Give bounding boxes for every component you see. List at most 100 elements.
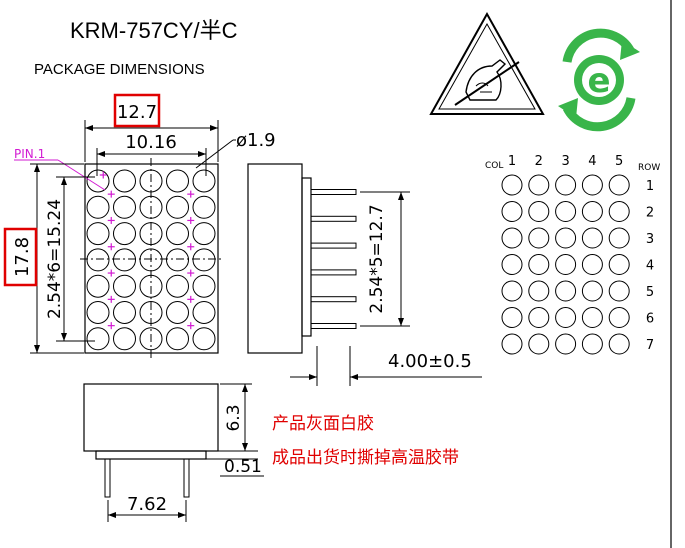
column-number: 5 bbox=[615, 154, 623, 169]
row-number: 7 bbox=[646, 338, 654, 353]
bottom-pin-left bbox=[104, 458, 111, 498]
schematic-dot bbox=[608, 333, 630, 355]
led-dot bbox=[166, 301, 189, 324]
col-label: COL bbox=[485, 161, 503, 171]
led-dot bbox=[86, 169, 110, 193]
schematic-dot bbox=[581, 307, 603, 328]
schematic-dot bbox=[581, 227, 603, 249]
led-dot bbox=[113, 222, 136, 246]
schematic-dot bbox=[528, 174, 550, 196]
row-number: 5 bbox=[646, 285, 654, 300]
page-title: KRM-757CY/半C bbox=[70, 18, 238, 43]
side-pin bbox=[310, 323, 357, 329]
schematic-dot bbox=[501, 174, 523, 196]
svg-text:e: e bbox=[587, 61, 610, 101]
pin-marker bbox=[187, 295, 195, 303]
side-pin bbox=[310, 269, 357, 276]
led-dot bbox=[166, 169, 189, 193]
schematic-dot bbox=[608, 227, 630, 249]
schematic-dot bbox=[501, 201, 523, 222]
highlight-box-width bbox=[113, 93, 161, 128]
schematic-dot bbox=[608, 307, 630, 328]
pin-marker bbox=[187, 269, 195, 277]
esd-warning-icon bbox=[429, 11, 545, 115]
schematic-dot bbox=[555, 254, 577, 275]
side-pin bbox=[310, 215, 357, 222]
pin-marker bbox=[107, 269, 115, 277]
schematic-dot bbox=[555, 333, 577, 355]
dim-pin-spacing: 7.62 bbox=[127, 494, 167, 515]
led-dot bbox=[113, 169, 136, 193]
side-pin bbox=[310, 242, 357, 249]
schematic-dot bbox=[555, 227, 577, 249]
schematic-dot bbox=[501, 254, 523, 275]
bottom-body-outline bbox=[83, 383, 219, 452]
led-dot bbox=[113, 248, 136, 272]
schematic-dot bbox=[581, 201, 603, 222]
pin1-label: PIN.1 bbox=[14, 147, 45, 161]
led-dot bbox=[113, 327, 136, 351]
led-dot bbox=[113, 301, 136, 324]
page-subtitle: PACKAGE DIMENSIONS bbox=[34, 61, 205, 78]
schematic-dot bbox=[581, 174, 603, 196]
schematic-dot bbox=[608, 254, 630, 275]
bottom-pin-right bbox=[183, 458, 190, 498]
led-dot bbox=[86, 301, 110, 324]
schematic-dot bbox=[528, 333, 550, 355]
led-dot bbox=[192, 222, 216, 246]
column-number: 2 bbox=[535, 154, 543, 169]
led-dot bbox=[192, 248, 216, 272]
dim-dot-diameter: ø1.9 bbox=[236, 130, 276, 151]
led-dot bbox=[192, 274, 216, 298]
side-step bbox=[301, 177, 312, 337]
dim-body-height: 6.3 bbox=[224, 404, 244, 431]
row-label: ROW bbox=[638, 163, 660, 173]
schematic-dot bbox=[528, 201, 550, 222]
pin-marker bbox=[107, 295, 115, 303]
column-number: 1 bbox=[508, 154, 516, 169]
side-view: 2.54*5=12.7 4.00±0.5 bbox=[247, 163, 482, 386]
led-dot bbox=[166, 195, 189, 219]
led-dot bbox=[86, 327, 110, 351]
led-dot bbox=[86, 274, 110, 298]
pin-marker bbox=[107, 190, 115, 198]
pin-marker bbox=[187, 216, 195, 224]
schematic-dot bbox=[501, 280, 523, 302]
led-dot bbox=[86, 195, 110, 219]
dim-pin-span: 2.54*5=12.7 bbox=[367, 204, 387, 313]
schematic-dot bbox=[608, 174, 630, 196]
row-number: 3 bbox=[646, 232, 654, 247]
led-dot bbox=[139, 327, 163, 351]
schematic-dot bbox=[528, 307, 550, 328]
pin1-leader bbox=[57, 159, 106, 191]
led-dot bbox=[166, 327, 189, 351]
row-number: 1 bbox=[646, 179, 654, 194]
note-line-1: 产品灰面白胶 bbox=[272, 414, 374, 434]
schematic-dot bbox=[528, 227, 550, 249]
led-dot-grid bbox=[86, 169, 216, 351]
led-dot bbox=[192, 327, 216, 351]
pin-marker bbox=[187, 190, 195, 198]
schematic-dot bbox=[501, 227, 523, 249]
side-pin bbox=[310, 189, 357, 195]
highlight-box-height bbox=[3, 227, 38, 287]
column-number: 3 bbox=[561, 154, 569, 169]
bottom-step bbox=[95, 450, 207, 460]
led-dot bbox=[192, 301, 216, 324]
pin-marker bbox=[107, 322, 115, 330]
front-view: 12.7 10.16 ø1.9 PIN.1 17.8 2.54*6=15.24 bbox=[3, 93, 276, 360]
pin-marker bbox=[107, 243, 115, 251]
schematic-dot bbox=[528, 254, 550, 275]
led-dot bbox=[113, 274, 136, 298]
pin-marker bbox=[187, 243, 195, 251]
note-line-2: 成品出货时撕掉高温胶带 bbox=[272, 448, 459, 468]
dim-width-outer: 12.7 bbox=[117, 102, 157, 123]
dim-pin-length: 4.00±0.5 bbox=[388, 351, 472, 372]
schematic-dot bbox=[528, 280, 550, 302]
bottom-view: 6.3 0.51 7.62 bbox=[83, 383, 264, 522]
led-dot bbox=[113, 195, 136, 219]
row-number: 2 bbox=[646, 206, 654, 221]
schematic-dot bbox=[555, 280, 577, 302]
